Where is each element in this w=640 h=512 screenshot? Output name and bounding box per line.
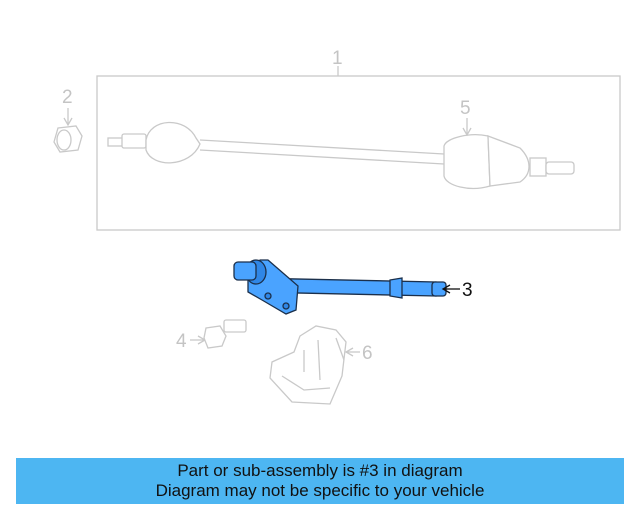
bracket-bolt-hole: [264, 292, 272, 300]
callout-3[interactable]: 3: [462, 280, 473, 301]
callout-1[interactable]: 1: [332, 48, 343, 69]
banner-line-1: Part or sub-assembly is #3 in diagram: [177, 461, 463, 480]
drive-shaft-ghost: [107, 121, 575, 190]
shaft-inner-end: [233, 261, 257, 281]
bolt-part-4: 4: [176, 319, 247, 352]
bracket-bolt-hole: [282, 302, 290, 310]
axle-assembly-group: 1 5: [96, 48, 621, 231]
callout-6[interactable]: 6: [362, 343, 373, 364]
parts-diagram: 1 5 2 3: [53, 48, 621, 405]
shaft-collar: [389, 277, 403, 299]
callout-3-arrow: [441, 284, 451, 294]
callout-4[interactable]: 4: [176, 331, 187, 352]
banner-line-2: Diagram may not be specific to your vehi…: [155, 481, 485, 500]
info-banner: Part or sub-assembly is #3 in diagram Di…: [16, 458, 624, 504]
callout-2[interactable]: 2: [62, 87, 73, 108]
callout-2-arrow: [63, 117, 73, 127]
intermediate-shaft-part-3[interactable]: [233, 259, 447, 315]
callout-5[interactable]: 5: [460, 98, 471, 119]
callout-6-arrow: [344, 347, 354, 357]
nut-part-2: 2: [53, 87, 83, 153]
assembly-frame: [96, 75, 621, 231]
callout-5-arrow: [462, 127, 472, 137]
bracket-part-6: 6: [269, 325, 373, 405]
